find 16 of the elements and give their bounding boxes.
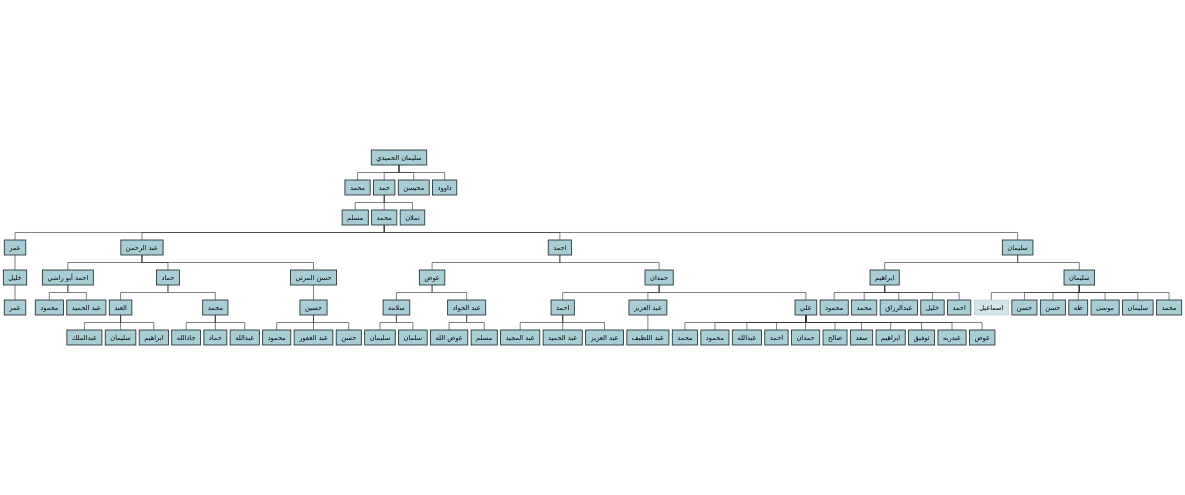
connector [431, 284, 467, 301]
connector [647, 314, 649, 331]
connector [14, 284, 16, 301]
connector [658, 284, 807, 301]
connector [466, 314, 485, 331]
connector [141, 254, 314, 271]
connector [884, 284, 960, 301]
connector [398, 164, 445, 181]
connector [559, 254, 660, 271]
connector [396, 314, 414, 331]
connector [167, 284, 216, 301]
connector [313, 284, 314, 301]
connector [1017, 254, 1080, 271]
connector [14, 254, 16, 271]
connector [67, 284, 87, 301]
connector [383, 224, 1018, 241]
